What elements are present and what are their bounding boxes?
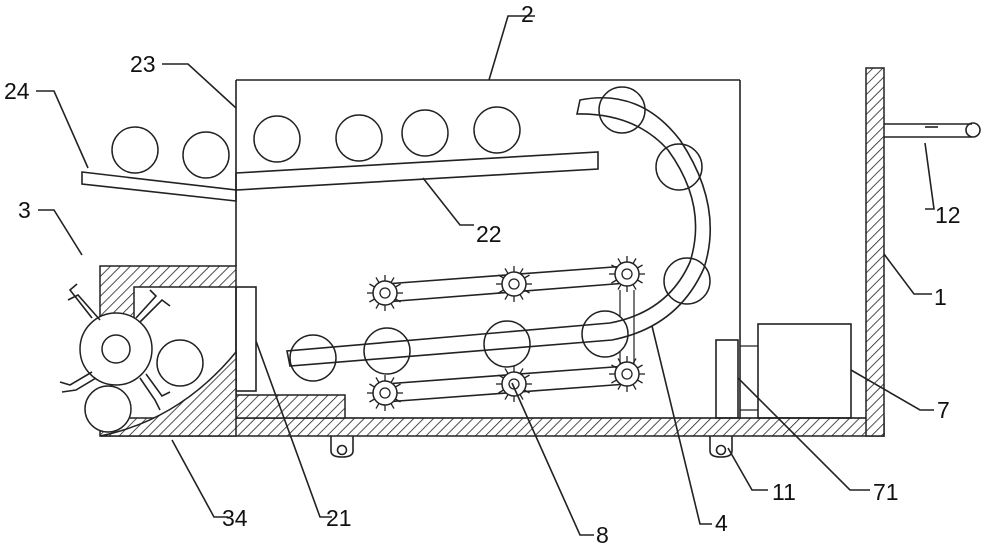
sprocket bbox=[496, 366, 532, 402]
mounting-lug-right bbox=[709, 436, 733, 458]
reference-labels: 2 23 24 3 12 22 1 7 11 71 34 21 4 8 bbox=[4, 1, 961, 548]
sprockets bbox=[367, 256, 645, 411]
coupling bbox=[715, 339, 739, 419]
mounting-lug-left bbox=[330, 436, 354, 458]
sprocket bbox=[609, 256, 645, 292]
label-1: 1 bbox=[934, 284, 947, 310]
ball bbox=[156, 339, 204, 387]
handle bbox=[884, 122, 981, 138]
motor bbox=[715, 323, 852, 419]
frame-right-wall bbox=[865, 67, 885, 437]
ball bbox=[663, 257, 711, 305]
sprocket bbox=[609, 356, 645, 392]
ball bbox=[483, 320, 531, 368]
label-8: 8 bbox=[596, 522, 609, 548]
label-71: 71 bbox=[873, 479, 899, 505]
ball bbox=[289, 334, 337, 382]
return-channel bbox=[286, 96, 712, 367]
baffle bbox=[235, 286, 257, 392]
ball bbox=[182, 131, 230, 179]
label-3: 3 bbox=[18, 197, 31, 223]
ball bbox=[401, 109, 449, 157]
balls bbox=[84, 86, 711, 433]
label-21: 21 bbox=[326, 505, 352, 531]
ball bbox=[111, 126, 159, 174]
ball bbox=[581, 310, 629, 358]
paddle-wheel bbox=[59, 283, 171, 411]
bottom-block bbox=[235, 394, 346, 419]
label-24: 24 bbox=[4, 78, 30, 104]
ball bbox=[84, 385, 132, 433]
label-11: 11 bbox=[772, 479, 796, 505]
label-23: 23 bbox=[130, 51, 156, 77]
frame bbox=[99, 67, 885, 437]
ball bbox=[473, 106, 521, 154]
inner-ramp bbox=[235, 151, 599, 191]
label-12: 12 bbox=[935, 202, 961, 228]
sprocket bbox=[496, 266, 532, 302]
sprocket bbox=[367, 275, 403, 311]
feed-chute bbox=[81, 171, 237, 202]
label-22: 22 bbox=[476, 221, 502, 247]
ball bbox=[253, 115, 301, 163]
outlet-ramp bbox=[99, 349, 237, 437]
ball bbox=[335, 114, 383, 162]
label-34: 34 bbox=[222, 505, 248, 531]
sprocket bbox=[367, 375, 403, 411]
label-2: 2 bbox=[521, 1, 534, 27]
leader-lines bbox=[36, 15, 938, 536]
label-7: 7 bbox=[937, 397, 950, 423]
label-4: 4 bbox=[715, 510, 728, 536]
ball bbox=[363, 327, 411, 375]
